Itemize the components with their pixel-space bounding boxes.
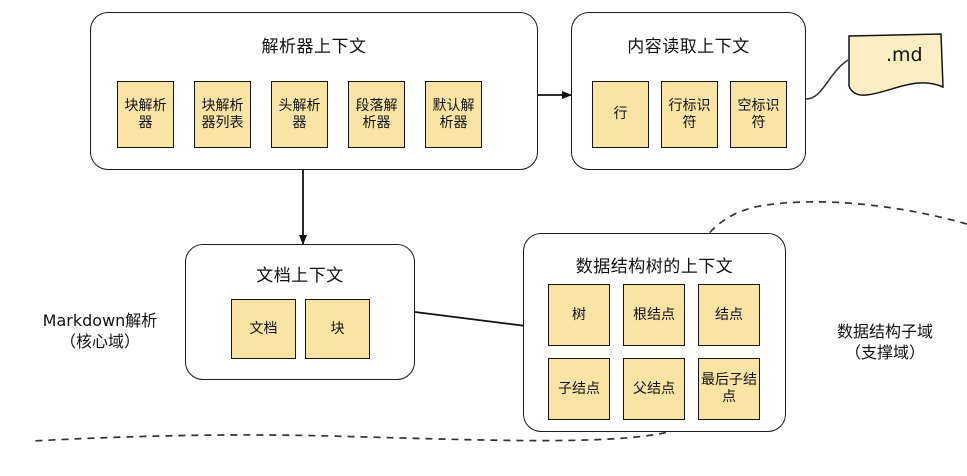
entity-paragraph-parser[interactable]: 段落解析器 bbox=[348, 81, 405, 148]
entity-line[interactable]: 行 bbox=[592, 81, 649, 148]
entity-document[interactable]: 文档 bbox=[231, 299, 296, 359]
domain-label-supporting: 数据结构子域 （支撑域） bbox=[836, 322, 933, 362]
entity-block[interactable]: 块 bbox=[305, 299, 370, 359]
entity-parent-node[interactable]: 父结点 bbox=[623, 358, 685, 420]
entity-block-parser-list[interactable]: 块解析器列表 bbox=[194, 81, 251, 148]
context-parser-title: 解析器上下文 bbox=[261, 37, 367, 57]
md-note-label: .md bbox=[886, 44, 923, 66]
entity-child-node[interactable]: 子结点 bbox=[548, 358, 610, 420]
context-tree-container[interactable]: 数据结构树的上下文 树 根结点 结点 子结点 父结点 最后子结点 bbox=[523, 233, 786, 432]
entity-last-child-node[interactable]: 最后子结点 bbox=[698, 358, 760, 420]
entity-root-node[interactable]: 根结点 bbox=[623, 284, 685, 346]
context-document-title: 文档上下文 bbox=[256, 266, 344, 286]
context-content-read-title: 内容读取上下文 bbox=[627, 37, 750, 57]
arrow-document-to-tree bbox=[414, 311, 535, 330]
context-parser-container[interactable]: 解析器上下文 块解析器 块解析器列表 头解析器 段落解析器 默认解析器 bbox=[90, 12, 538, 170]
entity-header-parser[interactable]: 头解析器 bbox=[271, 81, 328, 148]
entity-blank-identifier[interactable]: 空标识符 bbox=[730, 81, 787, 148]
entity-node[interactable]: 结点 bbox=[698, 284, 760, 346]
entity-block-parser[interactable]: 块解析器 bbox=[117, 81, 174, 148]
curve-content-read-to-md-note bbox=[805, 59, 849, 100]
context-document-container[interactable]: 文档上下文 文档 块 bbox=[185, 244, 415, 380]
entity-line-identifier[interactable]: 行标识符 bbox=[661, 81, 718, 148]
context-content-read-container[interactable]: 内容读取上下文 行 行标识符 空标识符 bbox=[571, 12, 806, 170]
entity-default-parser[interactable]: 默认解析器 bbox=[425, 81, 482, 148]
context-tree-title: 数据结构树的上下文 bbox=[575, 257, 734, 277]
entity-tree[interactable]: 树 bbox=[548, 284, 610, 346]
domain-label-core: Markdown解析 （核心域） bbox=[42, 311, 158, 351]
